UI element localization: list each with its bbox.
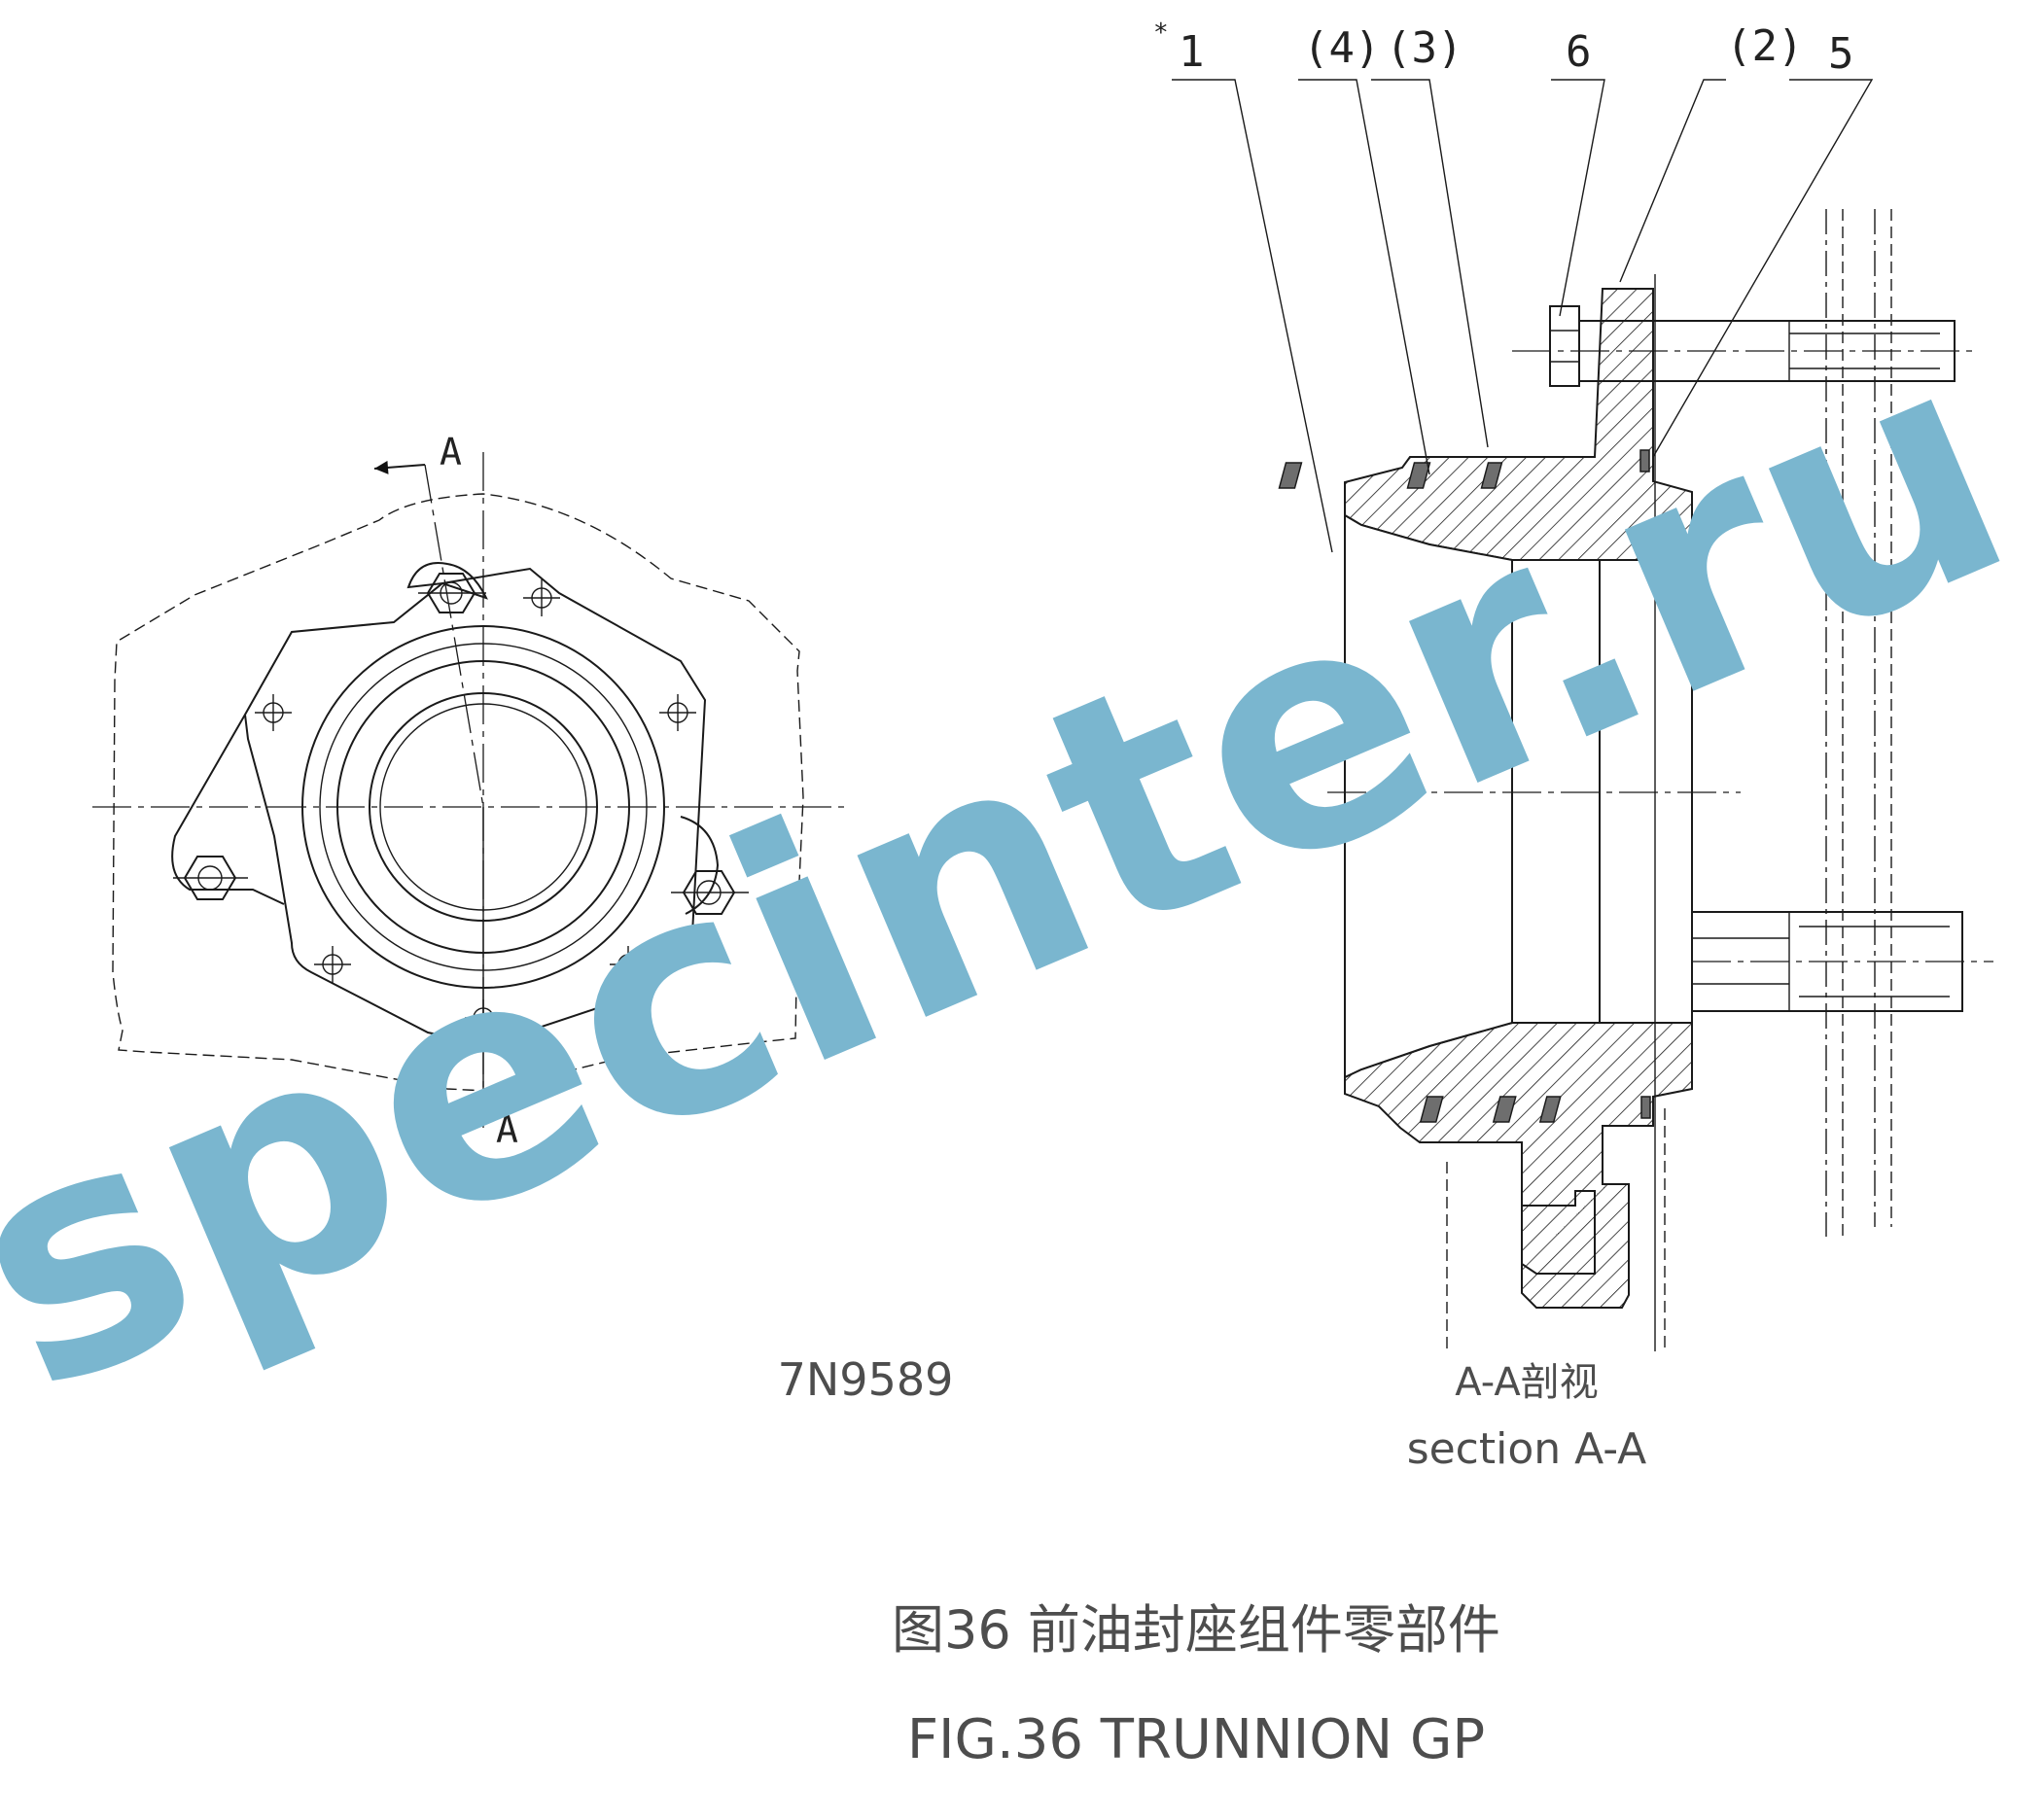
callout-3: (3) bbox=[1386, 23, 1463, 73]
part-number: 7N9589 bbox=[778, 1353, 954, 1406]
ear-left bbox=[171, 714, 285, 905]
housing-outline bbox=[112, 493, 804, 1092]
upper-bolt bbox=[1512, 305, 1974, 387]
callout-4: (4) bbox=[1303, 23, 1380, 73]
section-arrow-bottom bbox=[432, 1117, 484, 1132]
section-boss-lower bbox=[1521, 1190, 1596, 1275]
callout-5: 5 bbox=[1828, 29, 1854, 79]
flange-pentagon bbox=[243, 567, 707, 1047]
section-body-lower bbox=[1344, 1022, 1693, 1309]
section-caption-cn: A-A剖视 bbox=[1455, 1360, 1598, 1405]
section-caption-en: section A-A bbox=[1407, 1424, 1647, 1474]
section-view: * 1 (4) (3) 6 (2) 5 A-A剖视 section A-A bbox=[1153, 18, 1993, 1474]
watermark: specinter.ru bbox=[0, 277, 2044, 1464]
seal-rings-lower bbox=[1419, 1096, 1651, 1123]
figure-caption-en: FIG.36 TRUNNION GP bbox=[907, 1708, 1485, 1771]
callout-2: (2) bbox=[1726, 21, 1803, 71]
seal-rings-upper bbox=[1278, 449, 1650, 489]
hex-nut-right bbox=[671, 870, 749, 915]
callout-1: 1 bbox=[1179, 27, 1205, 77]
callout-6: 6 bbox=[1566, 27, 1592, 77]
section-arrow-top bbox=[373, 460, 426, 474]
callout-1-prefix: * bbox=[1153, 18, 1169, 48]
hex-nut-top bbox=[418, 573, 486, 613]
hex-nut-left bbox=[173, 856, 248, 900]
ear-right bbox=[680, 816, 720, 915]
figure-caption-cn: 图36 前油封座组件零部件 bbox=[892, 1599, 1500, 1661]
leader-lines bbox=[1172, 79, 1874, 553]
section-marker-bottom: A bbox=[496, 1108, 518, 1151]
section-marker-top: A bbox=[440, 431, 462, 473]
section-cut-line bbox=[424, 464, 484, 808]
front-view: A A bbox=[92, 431, 846, 1151]
